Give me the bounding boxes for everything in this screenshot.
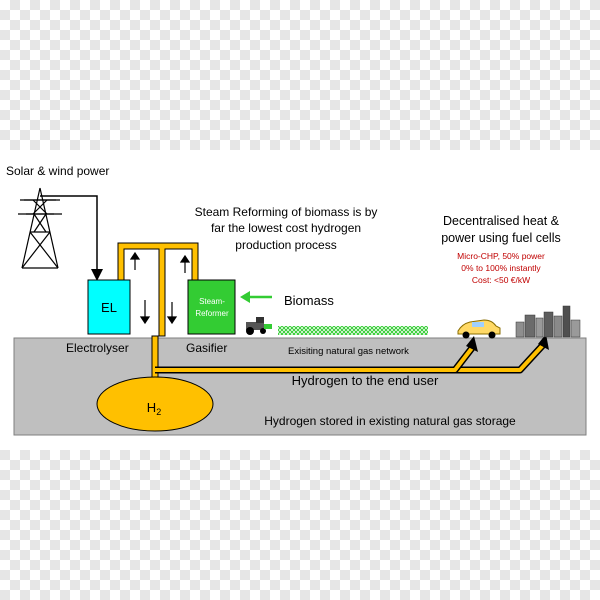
car-pipe-fill xyxy=(340,346,474,372)
h2-subscript: 2 xyxy=(156,407,161,417)
electrolyser-label: Electrolyser xyxy=(66,341,129,355)
decentralised-line-1: Decentralised heat & xyxy=(443,214,560,228)
steam-reformer-line-2: Reformer xyxy=(195,309,229,318)
micro-chp-line-2: 0% to 100% instantly xyxy=(461,263,541,273)
steam-reformer-line-1: Steam- xyxy=(199,297,225,306)
car-icon xyxy=(457,319,501,339)
pipe-flow-arrows xyxy=(129,251,191,325)
steam-reforming-line-1: Steam Reforming of biomass is by xyxy=(195,205,378,219)
storage-label: Hydrogen stored in existing natural gas … xyxy=(264,414,516,428)
h2-main: H xyxy=(147,400,156,415)
el-box xyxy=(87,279,131,335)
biomass-field xyxy=(278,326,428,335)
h2-label: H2 xyxy=(147,400,161,417)
city-arrowhead xyxy=(538,334,549,350)
gas-network-label: Exisiting natural gas network xyxy=(288,346,409,357)
solar-wind-label: Solar & wind power xyxy=(6,164,109,178)
car-arrowhead xyxy=(466,336,478,352)
micro-chp-line-3: Cost: <50 €/kW xyxy=(472,275,530,285)
city-icon xyxy=(515,305,581,338)
hydrogen-storage xyxy=(96,376,214,432)
gasifier-label: Gasifier xyxy=(186,341,227,355)
steam-reforming-line-3: production process xyxy=(235,238,336,252)
tractor-icon xyxy=(246,317,272,335)
steam-reformer-box xyxy=(187,279,236,335)
biomass-arrowhead xyxy=(240,291,250,303)
hydrogen-pipes xyxy=(117,242,199,337)
pylon-icon xyxy=(18,187,62,269)
biomass-label: Biomass xyxy=(284,293,334,308)
network-pipe-fill xyxy=(155,343,545,372)
decentralised-line-2: power using fuel cells xyxy=(441,231,561,245)
power-line xyxy=(40,195,103,281)
micro-chp-line-1: Micro-CHP, 50% power xyxy=(457,251,545,261)
end-user-label: Hydrogen to the end user xyxy=(292,373,439,388)
steam-reforming-line-2: far the lowest cost hydrogen xyxy=(211,221,361,235)
el-label: EL xyxy=(101,300,117,315)
